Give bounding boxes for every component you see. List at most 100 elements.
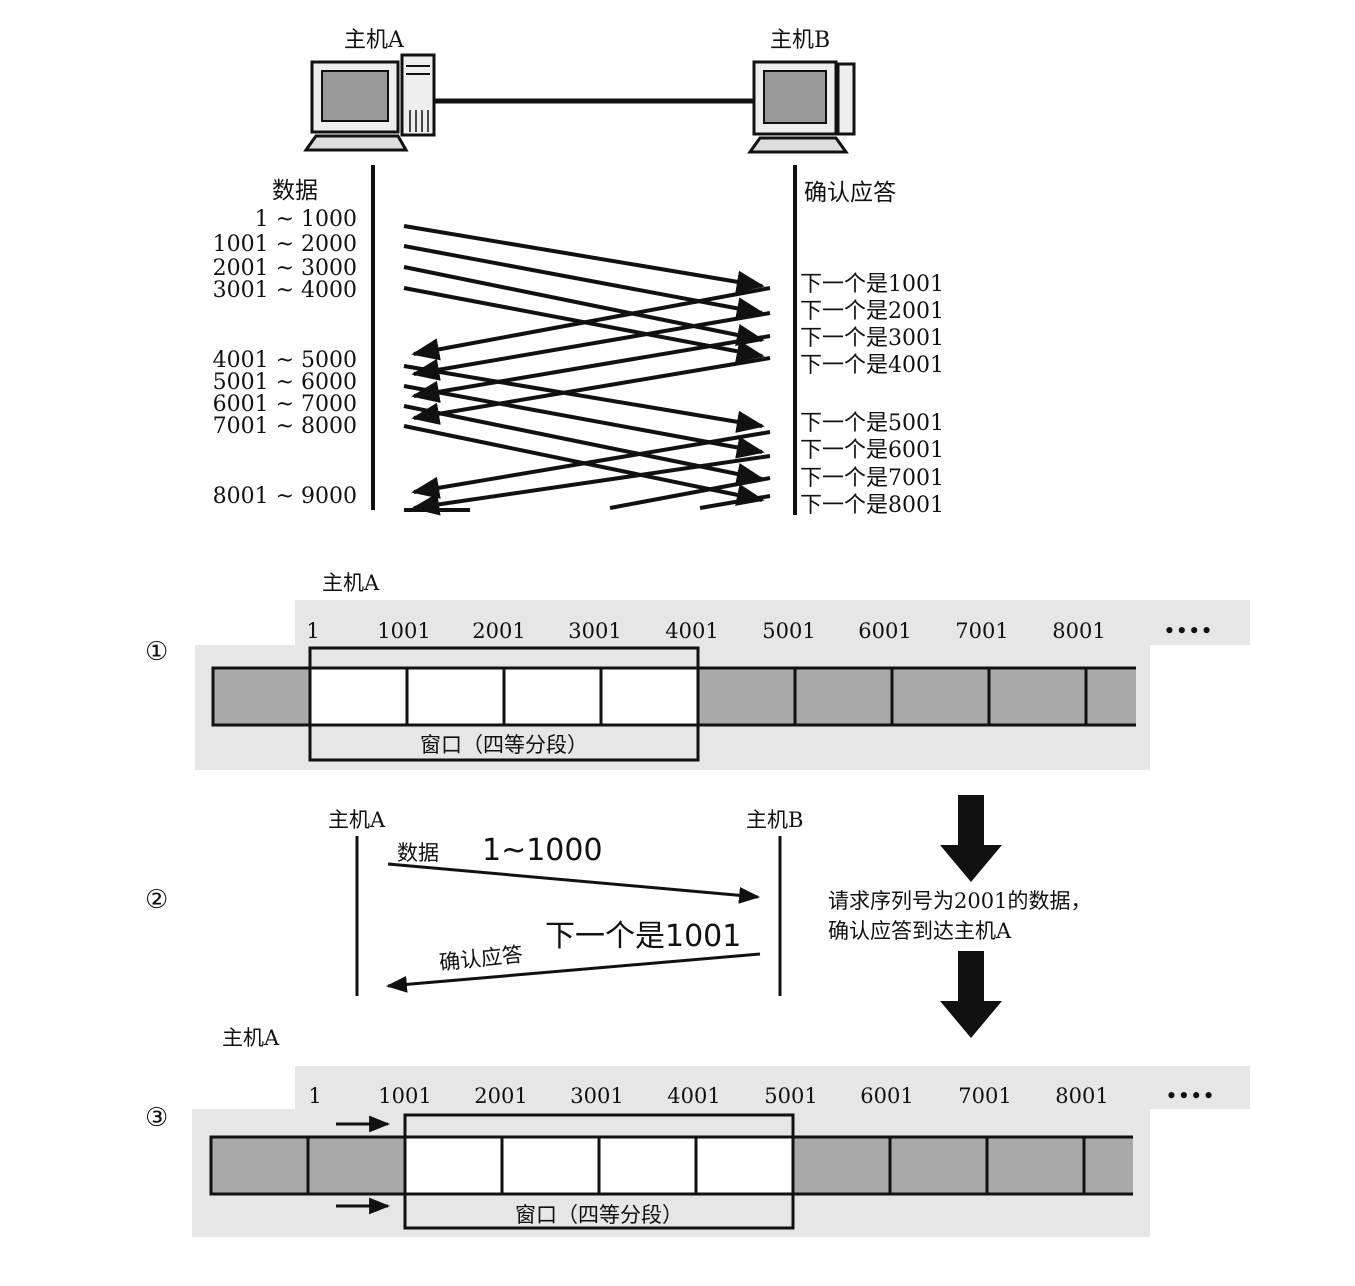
window-segment: [500, 1135, 601, 1196]
ack-item: 下一个是4001: [800, 353, 944, 378]
data-range-item: 8001 ~ 9000: [213, 484, 357, 509]
step-3-window-frame: [403, 1113, 795, 1230]
arrow-down-icon: [940, 795, 1002, 882]
seq-tick: 2001: [472, 619, 525, 643]
seq-tick: 2001: [474, 1084, 527, 1108]
ack-arrows: [411, 286, 771, 516]
window-segment: [599, 666, 700, 727]
step-2-data-range: 1~1000: [482, 833, 603, 868]
data-range-item: 1001 ~ 2000: [213, 232, 357, 257]
ellipsis-tick: ••••: [1163, 619, 1213, 643]
ack-arrow: [411, 334, 771, 403]
top-host-a-label: 主机A: [344, 28, 405, 53]
data-range-item: 4001 ~ 5000: [213, 348, 357, 373]
step-2-ack-label: 确认应答: [438, 942, 524, 975]
window-segment: [403, 1135, 504, 1196]
step-2-note-line-2: 确认应答到达主机A: [828, 919, 1012, 943]
ack-item: 下一个是6001: [800, 438, 944, 463]
pending-segment: [793, 666, 894, 727]
data-range-list: 1 ~ 1000 1001 ~ 2000 2001 ~ 3000 3001 ~ …: [213, 207, 357, 509]
step-1-tick-strip: [295, 600, 1250, 645]
step-3-host-label: 主机A: [222, 1026, 280, 1050]
step-2-host-a-label: 主机A: [328, 808, 386, 832]
ack-arrow: [411, 430, 771, 499]
ack-item: 下一个是3001: [800, 326, 944, 351]
step-2-ack-arrow: [385, 952, 761, 993]
data-range-item: 1 ~ 1000: [255, 207, 357, 232]
seq-tick: 8001: [1055, 1084, 1108, 1108]
ack-arrow: [411, 311, 771, 381]
data-arrow: [403, 384, 765, 459]
ack-item: 下一个是8001: [800, 493, 944, 518]
seq-tick: 1001: [377, 619, 430, 643]
window-segment: [502, 666, 603, 727]
step-2-marker: ②: [145, 885, 168, 915]
sent-acked-segment: [211, 666, 312, 727]
data-range-item: 2001 ~ 3000: [213, 256, 357, 281]
seq-tick: 6001: [858, 619, 911, 643]
arrow-down-icon: [940, 951, 1002, 1038]
top-ack-heading: 确认应答: [804, 180, 896, 206]
step-3-tick-labels: 1 1001 2001 3001 4001 5001 6001 7001 800…: [308, 1084, 1214, 1108]
sent-acked-segment: [306, 1135, 407, 1196]
ack-item: 下一个是5001: [800, 411, 944, 436]
data-range-item: 5001 ~ 6000: [213, 370, 357, 395]
step-2-ack-next: 下一个是1001: [545, 919, 741, 954]
window-segment: [405, 666, 506, 727]
seq-tick: 4001: [665, 619, 718, 643]
top-host-b-label: 主机B: [770, 28, 830, 53]
seq-tick: 7001: [955, 619, 1008, 643]
seq-tick: 5001: [762, 619, 815, 643]
seq-tick: 6001: [860, 1084, 913, 1108]
pending-segment: [890, 666, 991, 727]
step-3-window-label: 窗口（四等分段）: [515, 1203, 683, 1227]
step-1-buffer: [211, 646, 1136, 762]
ack-item: 下一个是1001: [800, 272, 944, 297]
host-b-computer-icon: [747, 60, 856, 154]
step-1-marker: ①: [145, 637, 168, 667]
host-a-computer-icon: [303, 53, 436, 152]
window-segment: [694, 1135, 795, 1196]
ack-arrow: [411, 454, 771, 516]
step-3-buffer: [209, 1113, 1133, 1230]
ellipsis-tick: ••••: [1165, 1084, 1215, 1108]
seq-tick: 3001: [568, 619, 621, 643]
ack-item: 下一个是7001: [800, 466, 944, 491]
ack-list: 下一个是1001 下一个是2001 下一个是3001 下一个是4001 下一个是…: [800, 272, 944, 518]
pending-segment: [987, 666, 1088, 727]
pending-segment: [1082, 1135, 1133, 1196]
step-3-tick-strip: [295, 1066, 1250, 1109]
pending-segment: [1084, 666, 1136, 727]
window-segment: [308, 666, 409, 727]
step-3-marker: ③: [145, 1103, 168, 1133]
step-2-note-line-1: 请求序列号为2001的数据，: [828, 889, 1091, 913]
ack-arrow: [699, 494, 771, 510]
ack-item: 下一个是2001: [800, 299, 944, 324]
pending-segment: [696, 666, 797, 727]
step-1-tick-labels: 1 1001 2001 3001 4001 5001 6001 7001 800…: [306, 619, 1212, 643]
data-range-item: 6001 ~ 7000: [213, 392, 357, 417]
seq-tick: 1001: [378, 1084, 431, 1108]
step-1-window-label: 窗口（四等分段）: [420, 733, 588, 757]
ack-arrow: [411, 356, 771, 425]
step-2-data-label: 数据: [397, 841, 439, 865]
pending-segment: [985, 1135, 1086, 1196]
seq-tick: 7001: [958, 1084, 1011, 1108]
step-1-host-label: 主机A: [322, 571, 380, 595]
sent-acked-segment: [209, 1135, 310, 1196]
pending-segment: [888, 1135, 989, 1196]
data-arrow: [403, 224, 765, 293]
step-2-data-arrow: [387, 862, 761, 904]
ack-arrow: [411, 286, 771, 361]
step-1-window-frame: [308, 646, 700, 762]
pending-segment: [791, 1135, 892, 1196]
seq-tick: 1: [306, 619, 319, 643]
step-2-host-b-label: 主机B: [746, 808, 803, 832]
seq-tick: 8001: [1052, 619, 1105, 643]
data-range-item: 3001 ~ 4000: [213, 278, 357, 303]
data-arrow: [403, 265, 765, 346]
top-data-heading: 数据: [272, 178, 318, 204]
seq-tick: 1: [308, 1084, 321, 1108]
ack-arrow: [609, 476, 771, 510]
